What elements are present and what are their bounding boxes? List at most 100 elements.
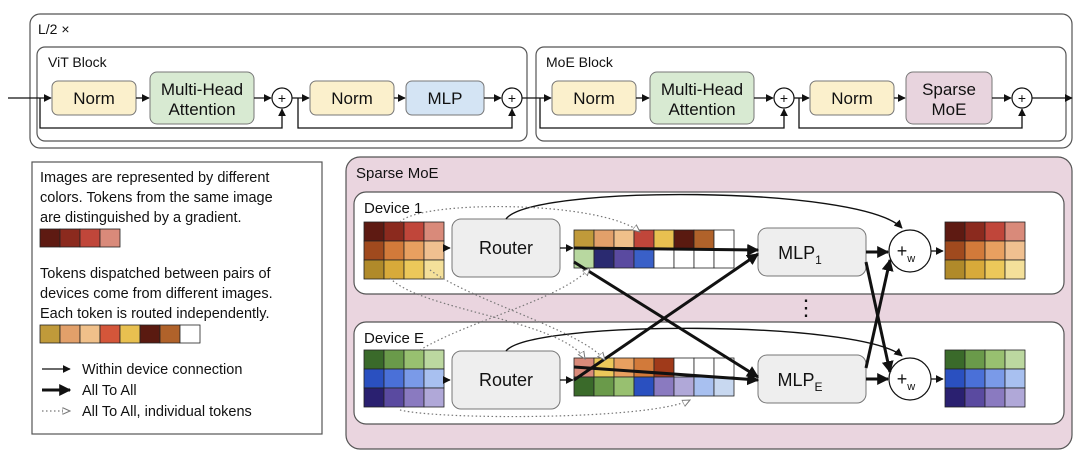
token-cell [403,240,425,261]
a2a-d1-to-mlpE [573,260,760,379]
legend-swatch [79,324,101,344]
buffer-cell [673,248,695,269]
device-1-title: Device 1 [364,200,422,217]
legend-individual-label: All To All, individual tokens [82,404,252,420]
token-cell [383,259,405,280]
buffer-cell [613,229,635,250]
token-d1-to-dE-2 [429,269,605,360]
buffer-cell [673,376,695,397]
token-cell [984,349,1006,370]
token-cell [423,240,445,261]
token-cell [964,349,986,370]
token-dE-to-d1 [419,268,590,351]
legend-within-label: Within device connection [82,362,242,378]
token-cell [423,387,445,408]
token-cell [403,259,425,280]
token-cell [383,240,405,261]
legend-swatch [59,228,81,248]
moe-attention-line2: Attention [668,100,735,119]
legend-text2-line1: Tokens dispatched between pairs of [40,266,272,282]
token-d1-to-d1 [399,205,640,232]
token-cell [964,387,986,408]
svg-text:+: + [1018,90,1026,106]
vit-norm-1-label: Norm [73,89,115,108]
buffer-cell [713,248,735,269]
token-cell [984,387,1006,408]
legend-swatch [59,324,81,344]
vit-mlp-label: MLP [428,89,463,108]
buffer-cell [713,229,735,250]
token-cell [944,221,966,242]
token-cell [984,259,1006,280]
device-1-dispatch-buffer-top [573,229,735,250]
buffer-cell [593,248,615,269]
moe-sparse-moe-line2: MoE [932,100,967,119]
token-cell [363,240,385,261]
moe-norm-2-label: Norm [831,89,873,108]
device-1-output-tokens [944,221,1026,280]
token-cell [363,387,385,408]
token-cell [944,368,966,389]
buffer-cell [673,229,695,250]
token-cell [403,387,425,408]
legend-swatch [159,324,181,344]
device-e-weighted-combine [888,357,932,401]
moe-attention-line1: Multi-Head [661,80,743,99]
token-cell [423,368,445,389]
token-cell [1004,259,1026,280]
legend-swatch [179,324,201,344]
token-cell [1004,368,1026,389]
legend-mixed-swatches [39,324,201,344]
buffer-cell [693,229,715,250]
token-cell [423,259,445,280]
token-cell [1004,387,1026,408]
device-e-input-tokens [363,349,445,408]
token-cell [403,221,425,242]
token-cell [1004,240,1026,261]
buffer-cell [613,357,635,378]
buffer-cell [633,229,655,250]
legend-gradient-swatches [39,228,121,248]
device-1-mlp-label: MLP1 [778,243,822,267]
vit-block-title: ViT Block [48,54,108,70]
token-dE-to-dE [399,400,690,418]
device-1-weighted-combine [888,229,932,273]
legend-text1-line1: Images are represented by different [40,170,269,186]
legend-text1-line3: are distinguished by a gradient. [40,210,242,226]
moe-sparse-moe-line1: Sparse [922,80,976,99]
vit-attention-line2: Attention [168,100,235,119]
repeat-label: L/2 × [38,21,70,37]
buffer-cell [653,248,675,269]
buffer-cell [693,248,715,269]
token-cell [984,221,1006,242]
svg-text:+: + [780,90,788,106]
token-cell [944,349,966,370]
token-cell [423,221,445,242]
token-cell [944,259,966,280]
device-e-combine-label: +w [897,369,916,393]
vit-attention-line1: Multi-Head [161,80,243,99]
device-ellipsis: ⋮ [795,295,817,320]
device-1-input-tokens [363,221,445,280]
a2a-dE-to-mlpE [573,365,760,386]
token-cell [363,349,385,370]
token-cell [403,368,425,389]
buffer-cell [613,376,635,397]
token-cell [363,368,385,389]
token-cell [1004,349,1026,370]
device-1-router-label: Router [479,238,533,258]
buffer-cell [633,376,655,397]
token-cell [423,349,445,370]
token-cell [403,349,425,370]
sparse-moe-title: Sparse MoE [356,165,439,182]
token-cell [964,368,986,389]
token-cell [944,387,966,408]
legend-swatch [39,324,61,344]
buffer-cell [653,376,675,397]
buffer-cell [633,248,655,269]
legend-text2-line3: Each token is routed independently. [40,306,269,322]
legend-text1-line2: colors. Tokens from the same image [40,190,273,206]
buffer-cell [613,248,635,269]
svg-text:+: + [278,90,286,106]
